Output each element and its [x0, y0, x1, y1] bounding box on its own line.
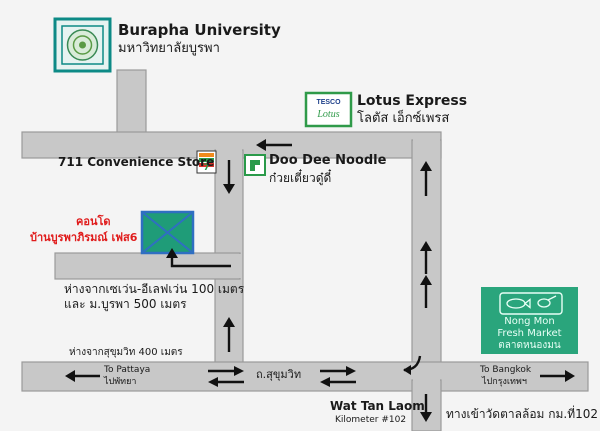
temple-km: Kilometer #102 — [335, 415, 407, 425]
distance-note-line1: ห่างจากเซเว่น-อีเลฟเว่น 100 เมตร — [64, 282, 245, 296]
lotus-logo-lotus: Lotus — [316, 109, 339, 120]
arrow-condo-entry — [166, 248, 231, 268]
to-bangkok-th: ไปกรุงเทพฯ — [482, 377, 527, 387]
temple-entrance-th: ทางเข้าวัดตาลล้อม กม.ที่102 — [446, 407, 599, 421]
seven-eleven-logo: 7 — [196, 150, 217, 174]
arrow-right-up-2 — [420, 241, 432, 274]
nong-mon-market-sign — [481, 287, 578, 354]
arrow-turn-right-road — [403, 355, 422, 375]
arrow-right-up-3 — [420, 275, 432, 308]
noodle-shop-icon — [244, 154, 266, 176]
to-pattaya-th: ไปพัทยา — [104, 377, 137, 387]
condo-label-line2: บ้านบูรพาภิรมณ์ เฟส6 — [30, 231, 138, 244]
market-name-en-line1: Nong Mon — [504, 316, 555, 327]
distance-note-line2: และ ม.บูรพา 500 เมตร — [64, 297, 187, 311]
sukhumvit-distance-note: ห่างจากสุขุมวิท 400 เมตร — [69, 347, 183, 358]
university-name-en: Burapha University — [118, 21, 281, 39]
condo-building-marker — [140, 210, 195, 255]
noodle-name-en: Doo Dee Noodle — [269, 153, 387, 168]
road-joins — [118, 133, 440, 390]
road-sukhumvit — [21, 361, 589, 392]
market-name-en-line2: Fresh Market — [497, 328, 562, 339]
market-name-th: ตลาดหนองมน — [498, 340, 561, 351]
lotus-express-logo: TESCO Lotus — [304, 91, 353, 128]
arrow-two-way-left — [208, 366, 244, 387]
seven-eleven-label: 711 Convenience Store — [58, 155, 215, 169]
to-pattaya-en: To Pattaya — [104, 365, 151, 375]
arrow-right-up-1 — [420, 161, 432, 196]
to-bangkok-en: To Bangkok — [480, 365, 532, 375]
arrow-center-up — [223, 317, 235, 352]
burapha-university-logo — [53, 17, 112, 73]
svg-text:7: 7 — [203, 163, 209, 173]
sukhumvit-road-label: ถ.สุขุมวิท — [256, 368, 302, 381]
arrow-two-way-right — [320, 366, 356, 387]
arrow-to-pattaya — [65, 370, 100, 382]
lotus-name-th: โลตัส เอ็กซ์เพรส — [357, 111, 450, 126]
temple-name: Wat Tan Laom — [330, 399, 425, 413]
university-name-th: มหาวิทยาลัยบูรพา — [118, 41, 220, 56]
condo-label-line1: คอนโด — [76, 215, 111, 228]
arrow-temple-down — [420, 394, 432, 422]
arrow-to-bangkok — [540, 370, 575, 382]
lotus-name-en: Lotus Express — [357, 93, 468, 109]
direction-arrows — [65, 139, 575, 422]
noodle-name-th: ก๋วยเตี๋ยวดู๋ดี๋ — [269, 171, 332, 185]
arrow-center-down — [223, 160, 235, 194]
road-to-university — [116, 69, 147, 141]
arrow-top-road-left — [256, 139, 292, 151]
lotus-logo-tesco: TESCO — [316, 99, 341, 106]
